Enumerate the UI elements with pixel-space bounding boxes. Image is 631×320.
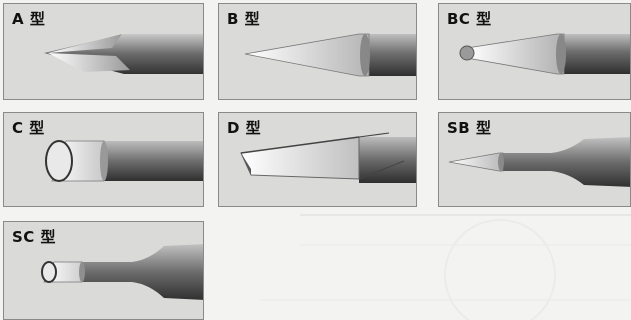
tip-label-sb: SB 型 [447, 119, 492, 137]
tip-label-a: A 型 [12, 10, 46, 28]
tip-label-c: C 型 [12, 119, 45, 137]
b-tip-illustration [244, 33, 416, 77]
tip-panel-sc: SC 型 [3, 221, 204, 320]
sb-tip-illustration [448, 137, 630, 187]
tip-panel-sb: SB 型 [438, 112, 631, 207]
a-tip-illustration [44, 34, 203, 74]
tip-label-d: D 型 [227, 119, 262, 137]
c-tip-illustration [45, 140, 203, 182]
tip-panel-b: B 型 [218, 3, 417, 100]
d-tip-illustration [240, 132, 416, 183]
tip-panel-a: A 型 [3, 3, 204, 100]
tip-label-sc: SC 型 [12, 228, 57, 246]
sc-tip-illustration [41, 244, 203, 300]
tip-panel-bc: BC 型 [438, 3, 631, 100]
tip-panel-d: D 型 [218, 112, 417, 207]
tip-label-bc: BC 型 [447, 10, 492, 28]
bc-tip-illustration [459, 33, 630, 75]
tip-panel-c: C 型 [3, 112, 204, 207]
tip-label-b: B 型 [227, 10, 261, 28]
